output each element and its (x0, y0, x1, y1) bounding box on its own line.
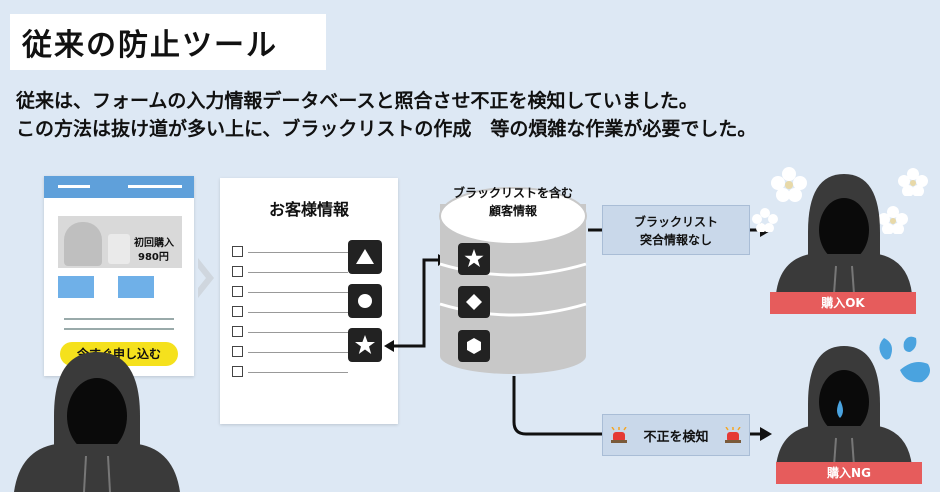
star-badge (348, 328, 382, 362)
detect-arrow-icon (512, 376, 772, 441)
star-badge (458, 243, 490, 275)
no-match-box: ブラックリスト 突合情報なし (602, 205, 750, 255)
form-mock: 初回購入 980円 今すぐ申し込む (44, 176, 194, 376)
hexagon-badge (458, 330, 490, 362)
description-line-1: 従来は、フォームの入力情報データベースと照合させ不正を検知していました。 (16, 90, 698, 112)
hooded-person-icon (776, 174, 912, 294)
hooded-person-icon (776, 346, 912, 466)
fraud-detected-box: 不正を検知 (602, 414, 750, 456)
checkbox[interactable] (232, 346, 243, 357)
star-icon (464, 249, 484, 267)
no-match-line-2: 突合情報なし (639, 233, 712, 247)
checkbox-row (232, 362, 348, 381)
checkbox-row (232, 302, 348, 321)
checkbox-row (232, 262, 348, 281)
checkbox[interactable] (232, 246, 243, 257)
hooded-person-icon (14, 352, 180, 492)
form-header-bar (44, 176, 194, 198)
triangle-icon (356, 249, 374, 264)
diamond-icon (466, 294, 482, 310)
checkbox[interactable] (232, 286, 243, 297)
checkbox[interactable] (232, 326, 243, 337)
alarm-icon (725, 427, 741, 443)
product-badge-line-1: 初回購入 (134, 238, 174, 249)
hexagon-icon (467, 338, 481, 354)
product-badge-line-2: 980円 (138, 252, 169, 263)
star-icon (355, 335, 375, 354)
description-line-2: この方法は抜け道が多い上に、ブラックリストの作成 等の煩雑な作業が必要でした。 (16, 118, 757, 140)
checkbox-row (232, 242, 348, 261)
database-icon (439, 187, 587, 374)
flower-icon (771, 167, 807, 202)
flower-icon (898, 168, 928, 196)
sweat-drops-icon (879, 336, 930, 383)
alarm-icon (611, 427, 627, 443)
bottle-image (108, 234, 130, 264)
triangle-badge (348, 240, 382, 274)
title-box (10, 14, 326, 70)
no-match-line-1: ブラックリスト (633, 215, 718, 229)
checkbox[interactable] (232, 266, 243, 277)
flower-icon (878, 206, 908, 234)
fraud-detected-label: 不正を検知 (643, 430, 709, 445)
product-image: 初回購入 980円 (58, 216, 182, 268)
purchase-ok-badge: 購入OK (770, 292, 916, 314)
database-title-line-1: ブラックリストを含む (452, 186, 573, 200)
chevron-right-icon (198, 258, 214, 298)
page-title: 従来の防止ツール (22, 28, 278, 63)
checkbox-row (232, 322, 348, 341)
checkbox[interactable] (232, 306, 243, 317)
database-title-line-2: 顧客情報 (488, 204, 537, 218)
checkbox[interactable] (232, 366, 243, 377)
circle-icon (358, 294, 372, 308)
checkbox-row (232, 282, 348, 301)
circle-badge (348, 284, 382, 318)
checkbox-row (232, 342, 348, 361)
person-image (64, 222, 102, 266)
purchase-ng-badge: 購入NG (776, 462, 922, 484)
customer-info-card: お客様情報 (220, 178, 398, 424)
flower-icon (752, 208, 778, 232)
customer-info-title: お客様情報 (268, 200, 349, 219)
diamond-badge (458, 286, 490, 318)
